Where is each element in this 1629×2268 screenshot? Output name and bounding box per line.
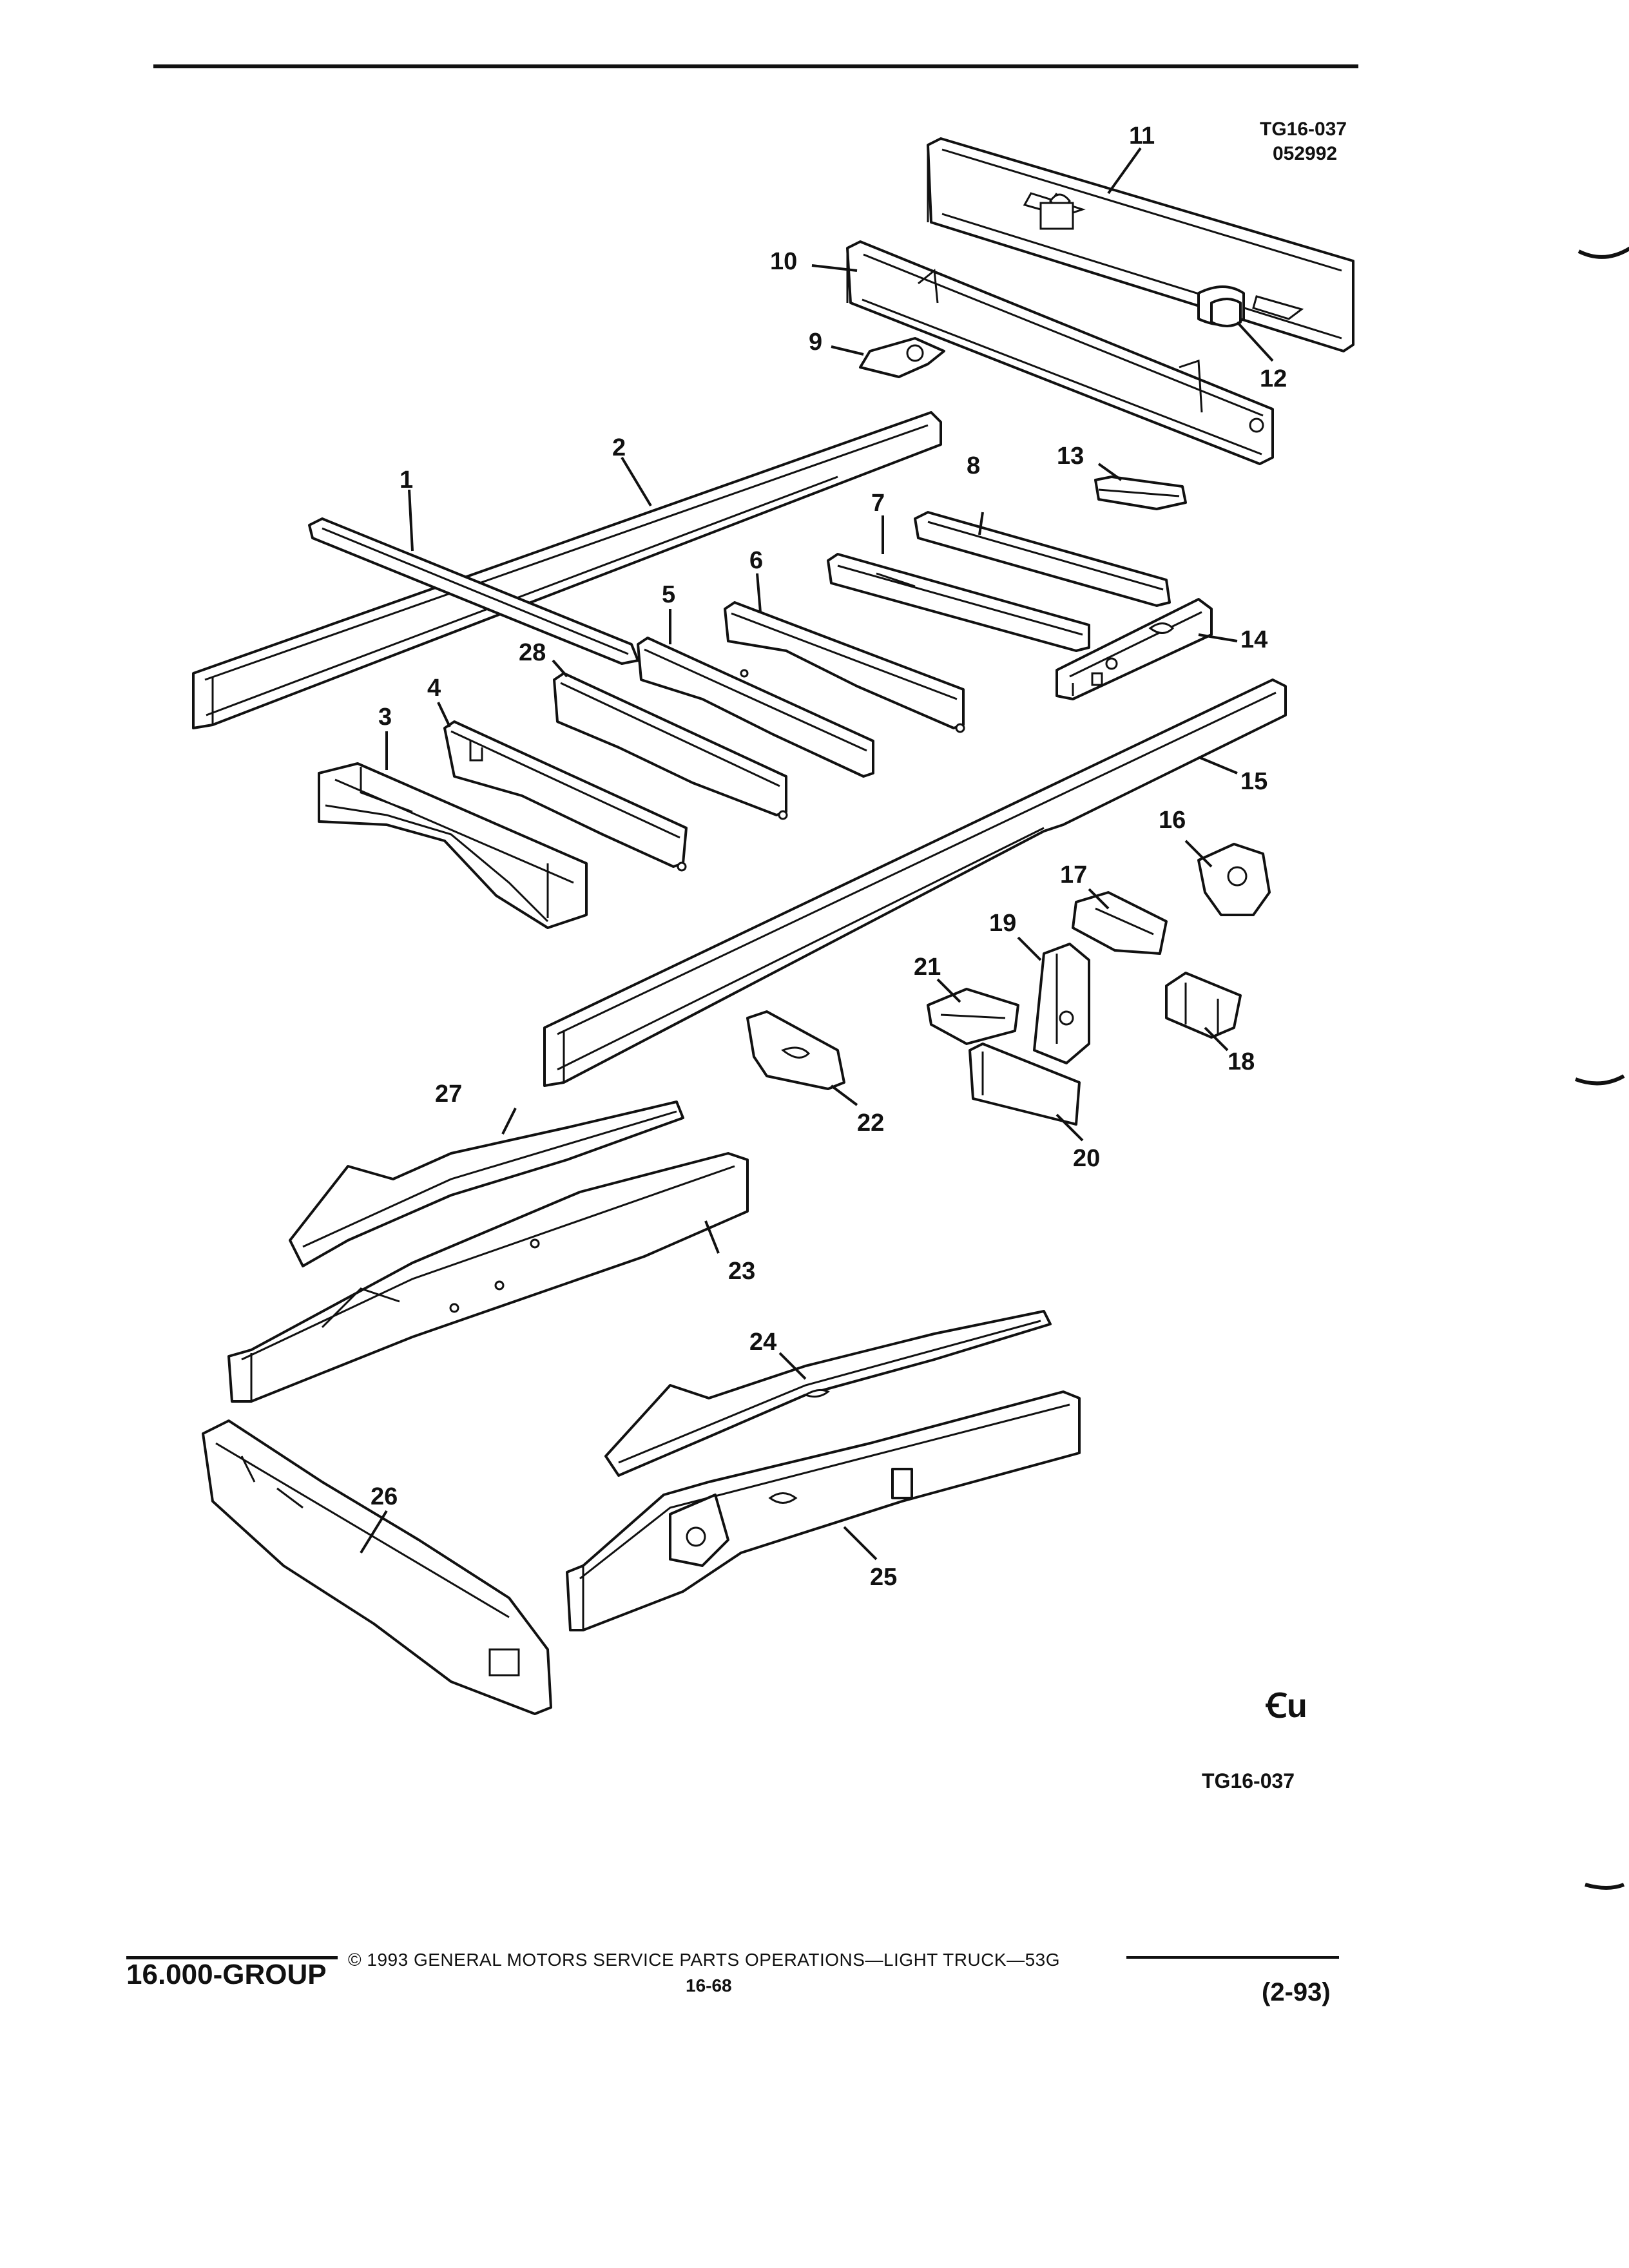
part-13-clip <box>1094 476 1187 510</box>
callout-17: 17 <box>1060 861 1087 889</box>
callout-9: 9 <box>809 329 822 356</box>
part-8-channel <box>914 511 1171 607</box>
top-rule <box>153 64 1358 68</box>
callout-6: 6 <box>749 547 763 574</box>
margin-mark-3 <box>1585 1883 1625 1890</box>
part-27-frame-rail <box>289 1100 684 1267</box>
part-11-rear-crossmember <box>927 137 1354 352</box>
part-17-bracket <box>1072 891 1168 955</box>
part-28-crossmember <box>553 672 788 820</box>
part-5-crossmember <box>637 637 874 778</box>
part-25-frame-rail <box>566 1390 1081 1631</box>
part-21-plate <box>927 988 1019 1045</box>
callout-3: 3 <box>378 704 392 731</box>
margin-mark-2 <box>1574 1074 1625 1086</box>
callout-4: 4 <box>427 675 441 702</box>
callout-7: 7 <box>871 490 885 517</box>
part-3-front-crossmember <box>318 762 588 929</box>
footer-revision-date: (2-93) <box>1262 1978 1331 2006</box>
footer-page-number: 16-68 <box>686 1975 732 1995</box>
callout-12: 12 <box>1260 365 1287 392</box>
part-20-bracket <box>969 1043 1081 1126</box>
leader-lines <box>360 147 1274 1561</box>
callout-15: 15 <box>1240 768 1268 795</box>
callout-18: 18 <box>1228 1048 1255 1075</box>
gm-spo-logo: Ꞓu <box>1266 1687 1307 1725</box>
part-19-gusset <box>1033 943 1090 1064</box>
callout-5: 5 <box>662 581 675 608</box>
part-10-crossmember <box>846 240 1274 465</box>
footer-copyright: © 1993 GENERAL MOTORS SERVICE PARTS OPER… <box>348 1950 1061 1970</box>
part-14-end-bracket <box>1055 598 1213 700</box>
part-12-mount <box>1210 298 1242 327</box>
callout-16: 16 <box>1159 807 1186 834</box>
part-1-strip <box>308 517 639 665</box>
callout-24: 24 <box>749 1329 776 1356</box>
callout-20: 20 <box>1073 1145 1100 1172</box>
callout-10: 10 <box>770 248 797 275</box>
figure-ref-bottom: TG16-037 <box>1202 1769 1295 1792</box>
callout-1: 1 <box>400 466 413 494</box>
part-15-side-rail <box>543 678 1287 1087</box>
callout-23: 23 <box>728 1258 755 1285</box>
part-16-bracket <box>1197 843 1271 916</box>
callout-21: 21 <box>914 954 941 981</box>
figure-date-code: 052992 <box>1273 143 1337 164</box>
callout-labels: 1 2 3 4 5 6 7 8 9 10 11 12 13 14 15 16 1… <box>371 122 1287 1591</box>
part-7-channel <box>827 553 1090 652</box>
callout-13: 13 <box>1057 443 1084 470</box>
part-26-front-crossmember <box>202 1419 552 1715</box>
footer-rule-right <box>1126 1956 1339 1959</box>
part-6-crossmember <box>724 601 965 733</box>
part-9-bracket <box>859 337 945 378</box>
part-24-frame-rail <box>604 1310 1052 1477</box>
part-4-crossmember <box>443 720 688 872</box>
figure-ref-top: TG16-037 <box>1260 119 1347 140</box>
callout-19: 19 <box>989 910 1016 937</box>
callout-11: 11 <box>1129 122 1155 149</box>
callout-2: 2 <box>612 434 626 461</box>
part-18-bracket <box>1165 972 1242 1039</box>
callout-27: 27 <box>435 1081 462 1108</box>
part-23-frame-rail <box>227 1152 749 1403</box>
margin-mark-1 <box>1577 246 1629 259</box>
callout-14: 14 <box>1240 626 1268 653</box>
callout-26: 26 <box>371 1483 398 1510</box>
callout-25: 25 <box>870 1564 897 1591</box>
callout-22: 22 <box>857 1110 884 1137</box>
footer-rule-left <box>126 1956 338 1959</box>
callout-28: 28 <box>519 639 546 666</box>
callout-8: 8 <box>967 452 980 479</box>
footer-group: 16.000-GROUP <box>126 1959 327 1990</box>
part-22-bracket <box>746 1010 845 1090</box>
part-2-side-rail <box>192 411 942 729</box>
